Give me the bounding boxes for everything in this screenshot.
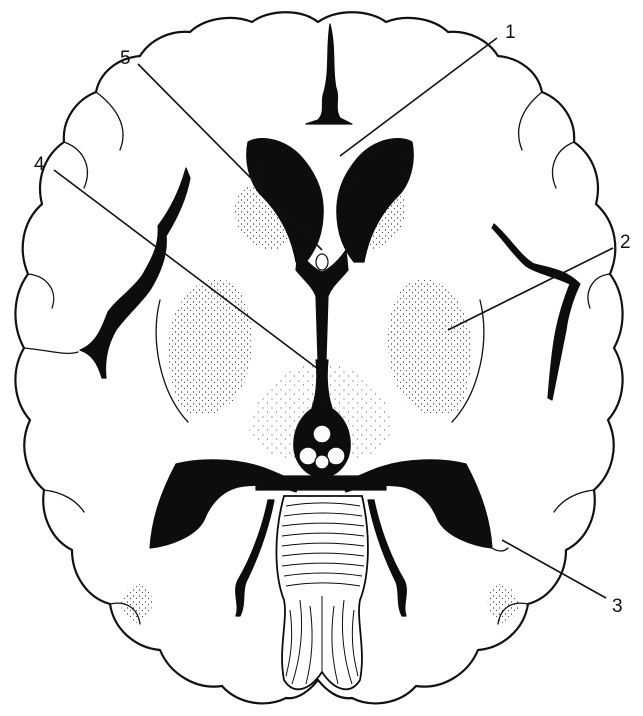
sulcus-line <box>24 348 78 353</box>
sulcus-line <box>554 490 594 512</box>
left-putamen-region <box>169 279 253 415</box>
sulcus-line <box>588 274 610 308</box>
callout-3-number: 3 <box>612 596 623 617</box>
choroid-band <box>256 476 386 490</box>
colliculus-right <box>327 447 345 465</box>
colliculus-center <box>315 455 329 469</box>
septal-foramen <box>316 254 328 270</box>
callout-2-number: 2 <box>620 232 631 253</box>
sulcus-line <box>553 142 574 188</box>
right-calcarine-region <box>488 584 519 623</box>
posterior-horn-tail <box>492 548 508 551</box>
sulcus-line <box>28 274 54 308</box>
sulcus-line <box>519 92 542 150</box>
callout-5-number: 5 <box>120 48 131 69</box>
left-calcarine-region <box>121 584 152 623</box>
sulcus-line <box>44 490 84 512</box>
right-putamen-region <box>388 279 472 415</box>
callout-2-leader <box>448 248 613 330</box>
colliculus-left <box>299 447 317 465</box>
left-occipital-sulcus <box>236 500 274 616</box>
callout-1-leader <box>340 38 497 156</box>
colliculus-top <box>313 425 331 443</box>
right-occipital-sulcus <box>368 500 406 616</box>
right-lateral-sulcus <box>492 224 580 400</box>
callout-3-leader <box>502 540 606 598</box>
sulcus-line <box>96 92 123 150</box>
callout-4-number: 4 <box>34 154 45 175</box>
frontal-fissure <box>306 24 352 124</box>
callout-1-number: 1 <box>505 22 516 43</box>
